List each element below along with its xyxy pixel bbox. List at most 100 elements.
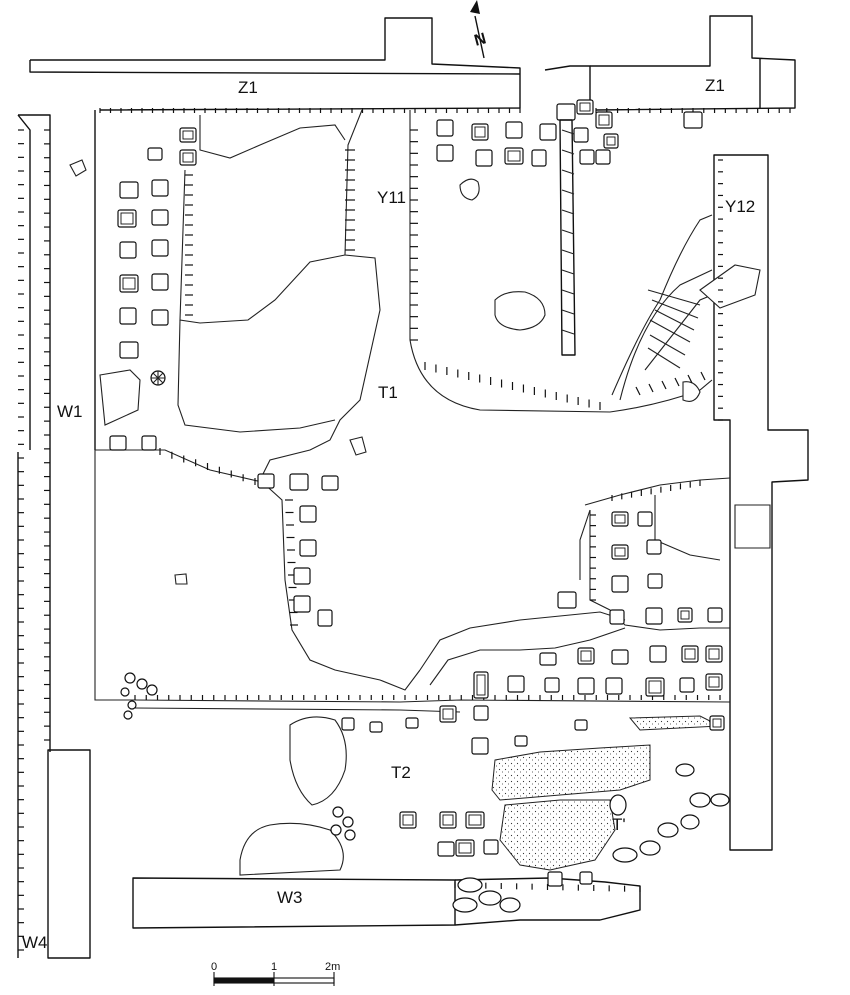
- stone-base: [611, 649, 629, 665]
- stone-base: [611, 544, 629, 560]
- label-t1: T1: [378, 383, 398, 402]
- stone-base: [504, 147, 524, 165]
- stone-base: [293, 567, 311, 585]
- stone-base: [531, 149, 547, 167]
- label-y11: Y11: [377, 188, 406, 207]
- stone-base: [455, 839, 475, 857]
- cobble-clusters: [120, 672, 730, 913]
- stone-base: [705, 645, 723, 663]
- stone-base: [475, 149, 493, 167]
- stone-base: [483, 839, 499, 855]
- wall-z1: [29, 15, 796, 111]
- stone-base-inner: [680, 610, 690, 620]
- stone-base-inner: [402, 814, 414, 826]
- stone-base: [539, 652, 557, 666]
- label-t2: T2: [391, 763, 411, 782]
- stone-base-inner: [580, 650, 592, 662]
- stone-base: [677, 607, 693, 623]
- room-outlines: [94, 109, 731, 713]
- stone-base: [119, 181, 139, 199]
- edge-tick: [700, 371, 706, 381]
- stone-base: [514, 735, 528, 747]
- stone-base: [611, 511, 629, 527]
- stone-base-inner: [122, 277, 136, 290]
- wall-w3: [132, 877, 641, 929]
- stone-base: [557, 591, 577, 609]
- stone-base: [119, 307, 137, 325]
- stone-base: [321, 475, 339, 491]
- plan-labels: Z1 Z1 Y11 Y12 T1 T2 T' W1 W3 W4: [22, 76, 755, 952]
- stone-base-inner: [182, 152, 194, 163]
- stone-base: [147, 147, 163, 161]
- stone-base: [151, 239, 169, 257]
- stone-base: [709, 715, 725, 731]
- stone-base: [679, 677, 695, 693]
- stone-base-inner: [476, 674, 486, 696]
- edge-tick: [661, 380, 667, 390]
- stone-base-inner: [579, 102, 591, 112]
- stone-base: [645, 677, 665, 697]
- wall-y12: [713, 154, 809, 851]
- stone-base: [151, 179, 169, 197]
- label-z1-right: Z1: [705, 76, 725, 95]
- edge-tick: [687, 374, 693, 384]
- stone-bases: [109, 99, 725, 887]
- stone-base-inner: [458, 842, 472, 854]
- stone-base: [257, 473, 275, 489]
- stone-base: [439, 811, 457, 829]
- stone-base: [645, 607, 663, 625]
- edge-ticks: [18, 108, 791, 951]
- stone-base: [151, 309, 169, 326]
- stone-base: [595, 149, 611, 165]
- stone-base: [576, 99, 594, 115]
- stone-base: [109, 435, 127, 451]
- stone-base-inner: [120, 212, 134, 225]
- stone-base-inner: [712, 718, 722, 728]
- wall-w4: [17, 452, 91, 959]
- stone-base: [556, 103, 576, 121]
- stone-base-inner: [614, 514, 626, 524]
- stone-base: [637, 511, 653, 527]
- stone-base: [603, 133, 619, 149]
- stone-base-inner: [598, 114, 610, 126]
- stone-base: [119, 274, 139, 293]
- staircase: [647, 264, 761, 369]
- stone-base: [605, 677, 623, 695]
- stone-base-inner: [614, 547, 626, 557]
- stone-base: [119, 341, 139, 359]
- stone-base: [544, 677, 560, 693]
- stone-base-inner: [507, 150, 521, 162]
- north-arrow-letter: N: [472, 30, 488, 49]
- stone-base: [579, 871, 593, 885]
- stone-base: [369, 721, 383, 733]
- stone-base: [705, 673, 723, 691]
- stone-base: [289, 473, 309, 491]
- stone-base-inner: [648, 680, 662, 694]
- stone-base: [299, 539, 317, 557]
- label-w3: W3: [277, 888, 303, 907]
- stone-base: [439, 705, 457, 723]
- stone-base: [436, 119, 454, 137]
- stone-base: [646, 539, 662, 555]
- north-arrow: N: [470, 0, 488, 59]
- scale-tick-1: 1: [271, 961, 277, 973]
- edge-tick: [635, 386, 641, 396]
- stone-base: [681, 645, 699, 663]
- stone-base: [405, 717, 419, 729]
- drain-channel: [559, 119, 576, 356]
- stone-base: [473, 671, 489, 699]
- label-w1: W1: [57, 402, 83, 421]
- stone-base: [577, 647, 595, 665]
- stone-base: [547, 871, 563, 887]
- stone-base: [151, 209, 169, 226]
- stone-base: [341, 717, 355, 731]
- stone-base: [471, 737, 489, 755]
- edge-tick: [648, 383, 654, 393]
- stone-base: [579, 149, 595, 165]
- pits: [69, 159, 771, 876]
- stone-base: [179, 149, 197, 166]
- label-y12: Y12: [725, 197, 755, 216]
- stone-base-inner: [606, 136, 616, 146]
- stone-base: [465, 811, 485, 829]
- label-t-prime: T': [612, 815, 626, 834]
